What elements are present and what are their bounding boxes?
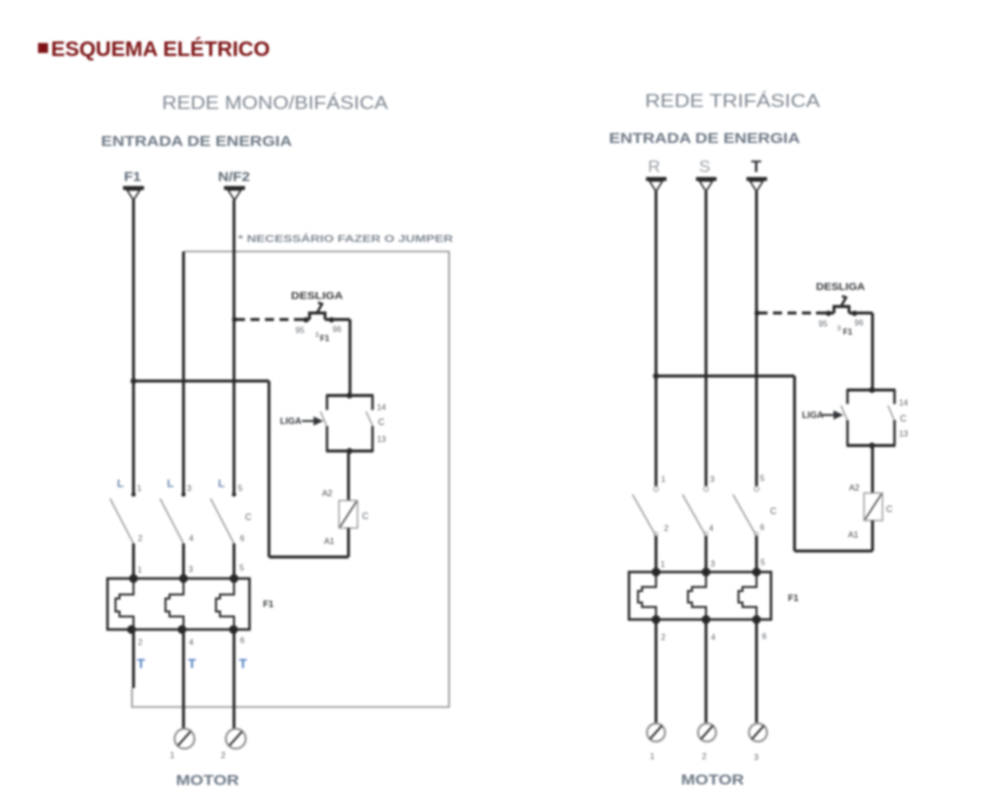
svg-text:95: 95 [819, 320, 828, 329]
svg-text:ENTRADA DE ENERGIA: ENTRADA DE ENERGIA [609, 130, 800, 147]
svg-text:3: 3 [710, 475, 715, 484]
svg-text:MOTOR: MOTOR [176, 772, 239, 789]
svg-text:R: R [648, 157, 660, 176]
svg-text:DESLIGA: DESLIGA [291, 291, 343, 302]
svg-text:14: 14 [377, 403, 386, 412]
svg-text:2: 2 [702, 752, 707, 761]
svg-text:5: 5 [238, 484, 243, 493]
svg-text:6: 6 [240, 636, 245, 645]
svg-text:A1: A1 [324, 536, 335, 546]
svg-text:3: 3 [189, 565, 194, 574]
svg-text:2: 2 [661, 633, 666, 642]
svg-text:T: T [137, 656, 145, 671]
svg-text:1: 1 [650, 752, 655, 761]
svg-text:REDE TRIFÁSICA: REDE TRIFÁSICA [645, 90, 821, 111]
svg-text:T: T [239, 656, 247, 671]
svg-text:F1: F1 [788, 593, 799, 603]
svg-text:L: L [218, 478, 225, 490]
svg-text:C: C [362, 511, 369, 521]
svg-text:L: L [117, 478, 124, 490]
svg-text:2: 2 [138, 638, 143, 647]
svg-text:C: C [378, 417, 385, 427]
svg-text:1: 1 [137, 484, 142, 493]
svg-text:4: 4 [189, 638, 194, 647]
svg-text:ENTRADA DE ENERGIA: ENTRADA DE ENERGIA [101, 133, 292, 150]
svg-text:3: 3 [837, 326, 841, 333]
svg-text:13: 13 [377, 435, 386, 444]
svg-text:2: 2 [664, 524, 669, 533]
svg-text:1: 1 [138, 566, 143, 575]
svg-text:14: 14 [899, 399, 908, 408]
svg-text:2: 2 [221, 751, 226, 760]
svg-text:96: 96 [333, 325, 342, 334]
svg-text:4: 4 [189, 534, 194, 543]
svg-text:F1: F1 [843, 328, 853, 337]
svg-text:A2: A2 [849, 483, 860, 493]
svg-text:F1: F1 [263, 599, 274, 609]
svg-text:6: 6 [240, 534, 245, 543]
svg-text:A2: A2 [322, 488, 333, 498]
svg-text:LIGA: LIGA [802, 410, 824, 420]
svg-text:C: C [770, 506, 777, 516]
svg-text:5: 5 [761, 558, 766, 567]
svg-text:T: T [751, 157, 762, 176]
svg-text:3: 3 [711, 560, 716, 569]
svg-text:3: 3 [754, 753, 759, 762]
svg-text:3: 3 [315, 332, 319, 339]
svg-text:DESLIGA: DESLIGA [816, 282, 865, 293]
svg-text:1: 1 [661, 560, 666, 569]
svg-text:1: 1 [661, 475, 666, 484]
svg-text:C: C [900, 414, 907, 424]
svg-text:F1: F1 [124, 170, 141, 184]
svg-text:S: S [699, 157, 710, 176]
svg-text:4: 4 [711, 633, 716, 642]
svg-text:REDE MONO/BIFÁSICA: REDE MONO/BIFÁSICA [162, 92, 389, 113]
svg-text:* NECESSÁRIO FAZER O JUMPER: * NECESSÁRIO FAZER O JUMPER [238, 232, 454, 245]
svg-text:13: 13 [899, 430, 908, 439]
svg-text:L: L [167, 478, 174, 490]
svg-text:ESQUEMA ELÉTRICO: ESQUEMA ELÉTRICO [51, 38, 270, 61]
svg-text:95: 95 [296, 326, 305, 335]
svg-text:F1: F1 [320, 334, 330, 343]
svg-text:C: C [245, 512, 252, 522]
svg-text:2: 2 [138, 534, 143, 543]
svg-text:1: 1 [170, 751, 175, 760]
svg-text:6: 6 [762, 632, 767, 641]
svg-text:96: 96 [855, 319, 864, 328]
svg-text:A1: A1 [848, 530, 859, 540]
svg-text:MOTOR: MOTOR [681, 772, 744, 789]
svg-text:C: C [886, 504, 893, 514]
svg-text:5: 5 [240, 564, 245, 573]
svg-text:6: 6 [760, 523, 765, 532]
svg-text:N/F2: N/F2 [218, 170, 250, 184]
svg-text:4: 4 [709, 524, 714, 533]
svg-text:3: 3 [187, 484, 192, 493]
svg-text:LIGA: LIGA [280, 416, 302, 426]
svg-text:5: 5 [760, 474, 765, 483]
svg-text:T: T [188, 656, 196, 671]
